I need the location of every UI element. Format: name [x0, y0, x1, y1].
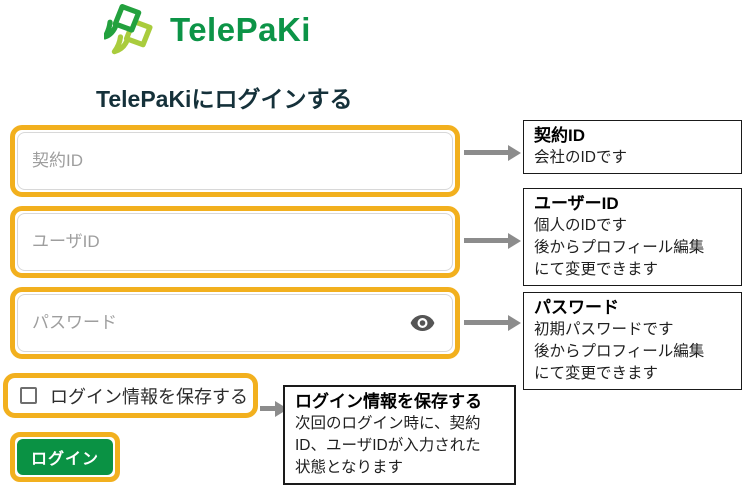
password-callout-body: 初期パスワードです 後からプロフィール編集 にて変更できます	[534, 321, 705, 382]
password-callout-title: パスワード	[534, 298, 619, 317]
login-button[interactable]: ログイン	[17, 439, 113, 475]
user-id-field-highlight	[10, 206, 460, 278]
contract-id-callout-title: 契約ID	[534, 126, 585, 145]
page-title: TelePaKiにログインする	[96, 86, 353, 112]
user-id-input[interactable]	[17, 213, 453, 271]
eye-icon[interactable]	[410, 314, 435, 332]
brand-name: TelePaKi	[170, 11, 311, 48]
brand-logo: TelePaKi	[102, 3, 311, 57]
user-id-callout: ユーザーID 個人のIDです 後からプロフィール編集 にて変更できます	[523, 188, 742, 286]
contract-id-field-highlight	[10, 125, 460, 197]
contract-id-callout-body: 会社のIDです	[534, 149, 628, 166]
user-id-callout-title: ユーザーID	[534, 194, 619, 213]
remember-callout-title: ログイン情報を保存する	[295, 392, 482, 411]
arrow-contract-note	[464, 150, 508, 155]
password-field-highlight	[10, 287, 460, 359]
contract-id-input[interactable]	[17, 132, 453, 190]
arrow-password-note	[464, 320, 508, 325]
user-id-callout-body: 個人のIDです 後からプロフィール編集 にて変更できます	[534, 217, 705, 278]
arrow-user-note	[464, 238, 508, 243]
remember-callout-body: 次回のログイン時に、契約 ID、ユーザIDが入力された 状態となります	[295, 415, 481, 476]
contract-id-callout: 契約ID 会社のIDです	[523, 120, 742, 174]
remember-label: ログイン情報を保存する	[50, 386, 248, 407]
login-button-highlight: ログイン	[10, 432, 120, 482]
remember-highlight: ログイン情報を保存する	[3, 373, 258, 418]
password-input[interactable]	[17, 294, 453, 352]
arrow-remember-note	[260, 406, 275, 411]
remember-callout: ログイン情報を保存する 次回のログイン時に、契約 ID、ユーザIDが入力された …	[283, 385, 516, 485]
telepaki-leaf-logo-icon	[102, 3, 156, 57]
password-callout: パスワード 初期パスワードです 後からプロフィール編集 にて変更できます	[523, 292, 742, 390]
remember-checkbox[interactable]	[20, 387, 37, 404]
